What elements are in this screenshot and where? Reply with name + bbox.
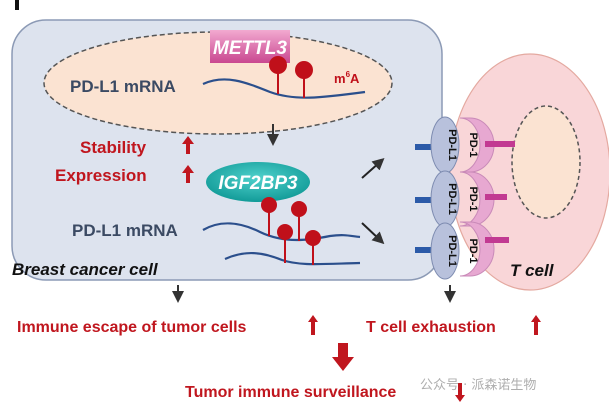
m6a-mark	[305, 230, 321, 246]
nuclear-mrna-strand	[202, 78, 366, 99]
pd-l1-label: PD-L1	[446, 129, 458, 161]
m6a-mark	[295, 61, 313, 79]
reader-label: IGF2BP3	[218, 173, 298, 194]
pd-l1-anchor	[415, 144, 433, 150]
m6a-mark	[277, 224, 293, 240]
nuclear-mrna-label: PD-L1 mRNA	[70, 77, 176, 96]
igf2bp3-reader	[206, 162, 310, 202]
enzyme-label: METTL3	[213, 38, 287, 59]
ligand-receptor-pair-3	[415, 221, 509, 280]
panel-mark	[15, 0, 19, 10]
pd-1-tail	[485, 194, 507, 200]
m6a-label: m6A	[334, 70, 360, 86]
outcome-immune-surveillance: Tumor immune surveillance	[185, 384, 396, 401]
diagonal-down-arrow-icon	[361, 222, 385, 245]
pd-l1-label: PD-L1	[446, 183, 458, 215]
pd-1-label: PD-1	[467, 186, 479, 211]
cancer-cell-label: Breast cancer cell	[12, 260, 159, 279]
m6a-mark	[291, 201, 307, 217]
watermark: 公众号 · 派森诺生物	[420, 378, 536, 393]
t-cell-exhaustion-up-arrow-icon	[531, 315, 541, 335]
pd-l1-anchor	[415, 197, 433, 203]
expression-label: Expression	[55, 166, 147, 185]
m6a-mark	[261, 197, 277, 213]
pd-l1-ligand-shape	[430, 222, 460, 280]
m6a-mark	[269, 56, 287, 74]
pd-l1-label: PD-L1	[446, 235, 458, 267]
cyto-mrna-strand	[224, 252, 361, 266]
pd-1-tail	[485, 237, 509, 243]
cyto-mrna-label: PD-L1 mRNA	[72, 221, 178, 240]
diagonal-up-arrow-icon	[361, 158, 385, 179]
expression-up-arrow-icon	[182, 165, 194, 183]
outcome-immune-escape: Immune escape of tumor cells	[17, 319, 247, 336]
pd-1-tail	[485, 141, 515, 147]
stability-up-arrow-icon	[182, 136, 194, 154]
immune-escape-up-arrow-icon	[308, 315, 318, 335]
big-down-arrow-icon	[332, 343, 354, 371]
pd-1-label: PD-1	[467, 238, 479, 263]
pd-l1-anchor	[415, 247, 433, 253]
ligand-receptor-pair-2	[415, 170, 507, 228]
pd-1-label: PD-1	[467, 132, 479, 157]
outcome-t-cell-exhaustion: T cell exhaustion	[366, 319, 496, 336]
surveillance-down-arrow-icon	[455, 383, 465, 402]
stability-label: Stability	[80, 138, 147, 157]
t-cell-label: T cell	[510, 261, 555, 280]
t-cell-nucleus	[511, 105, 581, 219]
pd-1-receptor-shape	[459, 221, 495, 277]
cyto-mrna-strand	[202, 222, 361, 242]
